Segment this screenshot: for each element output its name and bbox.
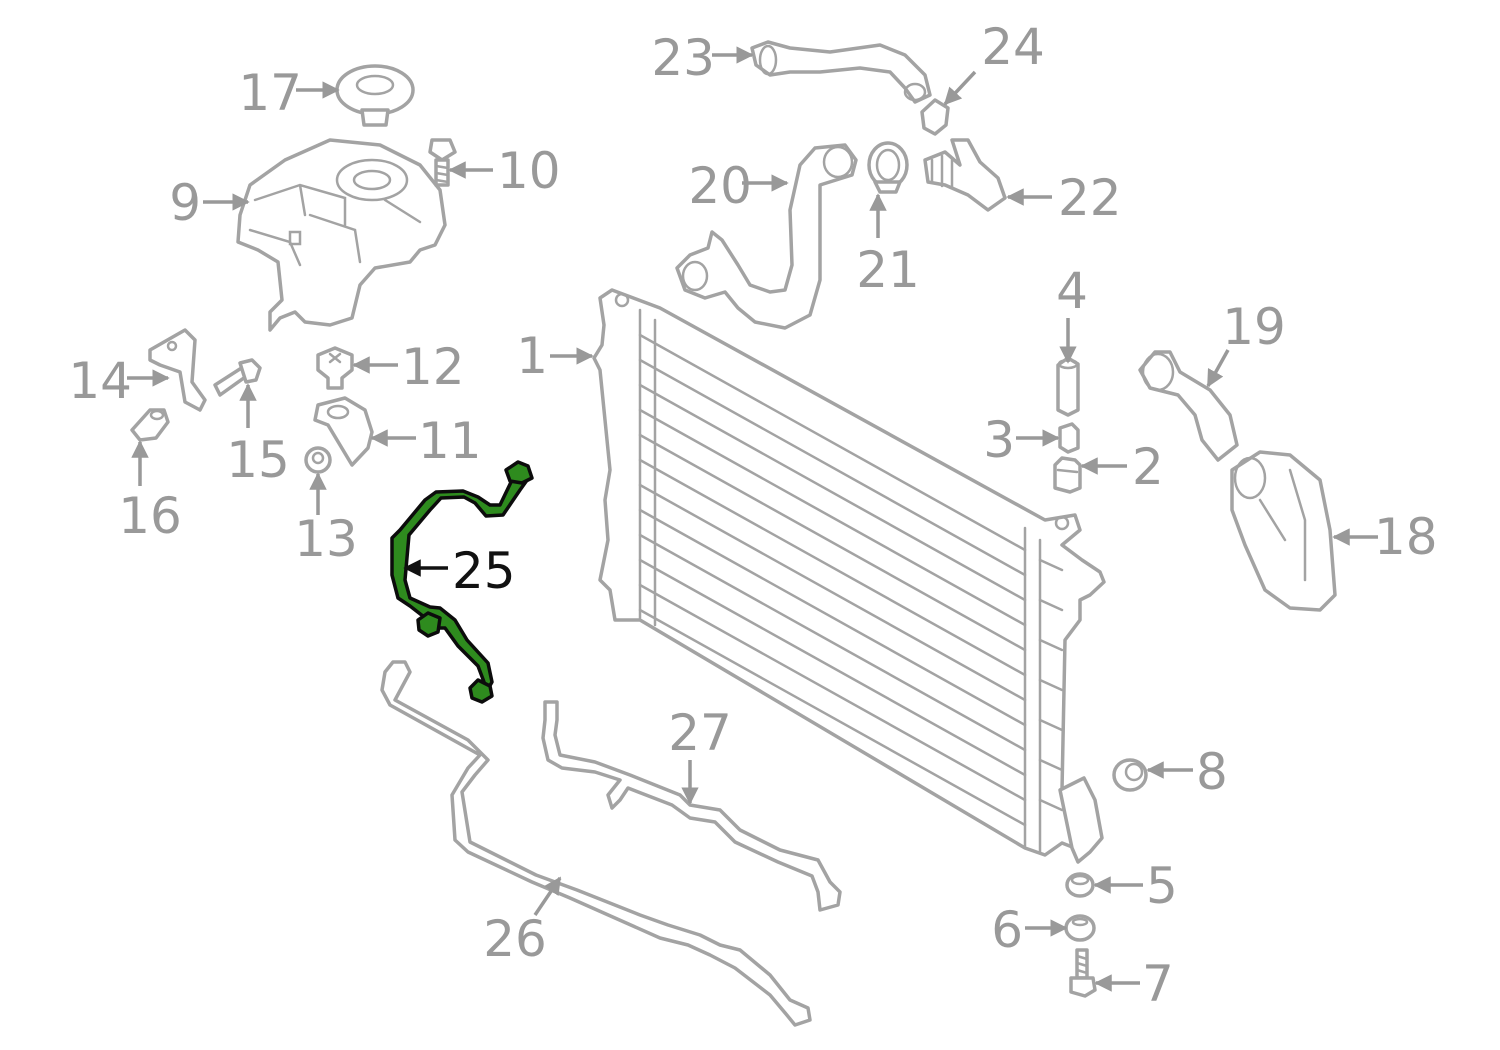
radiator-part bbox=[592, 288, 1106, 864]
coolant-line-part-26 bbox=[380, 660, 812, 1027]
callout-5: 5 bbox=[1146, 857, 1178, 915]
callout-17: 17 bbox=[238, 64, 302, 122]
hose-part-23 bbox=[750, 40, 932, 104]
leader-lines bbox=[127, 46, 1378, 992]
callout-labels: 1 2 3 4 5 6 7 8 9 10 11 12 13 14 15 16 1… bbox=[68, 18, 1437, 1013]
callout-4: 4 bbox=[1056, 262, 1088, 320]
mounting-bracket-part-14 bbox=[148, 328, 207, 412]
callout-7: 7 bbox=[1142, 955, 1174, 1013]
bolt-part-7 bbox=[1069, 948, 1097, 998]
callout-12: 12 bbox=[401, 338, 465, 396]
callout-20: 20 bbox=[688, 157, 752, 215]
grommet-part-8 bbox=[1112, 758, 1148, 792]
grommet-part-16 bbox=[130, 408, 170, 442]
callout-11: 11 bbox=[418, 412, 482, 470]
callout-25: 25 bbox=[452, 542, 516, 600]
callout-19: 19 bbox=[1222, 298, 1286, 356]
bolt-part-10 bbox=[428, 138, 457, 187]
callout-9: 9 bbox=[169, 174, 201, 232]
bolt-part-15 bbox=[213, 358, 262, 397]
connector-part-22 bbox=[923, 138, 1007, 212]
hose-part-20 bbox=[675, 143, 858, 330]
callout-3: 3 bbox=[983, 411, 1015, 469]
callout-15: 15 bbox=[226, 431, 290, 489]
callout-26: 26 bbox=[483, 910, 547, 968]
callout-14: 14 bbox=[68, 352, 132, 410]
callout-13: 13 bbox=[294, 510, 358, 568]
callout-24: 24 bbox=[981, 18, 1045, 76]
callout-16: 16 bbox=[118, 487, 182, 545]
callout-21: 21 bbox=[856, 241, 920, 299]
reservoir-cap-part bbox=[335, 64, 415, 127]
clip-part-24 bbox=[920, 98, 950, 136]
hose-part-19 bbox=[1138, 350, 1239, 462]
callout-2: 2 bbox=[1132, 438, 1164, 496]
bracket-part-11 bbox=[313, 396, 374, 467]
cap-part-12 bbox=[316, 346, 354, 390]
isolator-part-5 bbox=[1065, 872, 1095, 898]
coolant-reservoir-part bbox=[236, 138, 447, 332]
coolant-pipe-part-25 bbox=[390, 460, 534, 704]
callout-10: 10 bbox=[497, 142, 561, 200]
callout-18: 18 bbox=[1374, 508, 1438, 566]
nut-part-13 bbox=[304, 446, 332, 474]
washer-part-6 bbox=[1064, 914, 1096, 942]
callout-27: 27 bbox=[668, 704, 732, 762]
coolant-line-part-27 bbox=[541, 700, 842, 912]
hose-part-18 bbox=[1230, 450, 1337, 612]
mount-part-2 bbox=[1053, 456, 1082, 494]
pin-part-4 bbox=[1056, 356, 1080, 417]
bushing-part-3 bbox=[1058, 422, 1080, 454]
clamp-part-21 bbox=[867, 141, 909, 194]
callout-23: 23 bbox=[651, 29, 715, 87]
callout-8: 8 bbox=[1196, 743, 1228, 801]
callout-6: 6 bbox=[991, 901, 1023, 959]
callout-1: 1 bbox=[516, 327, 548, 385]
callout-22: 22 bbox=[1058, 169, 1122, 227]
